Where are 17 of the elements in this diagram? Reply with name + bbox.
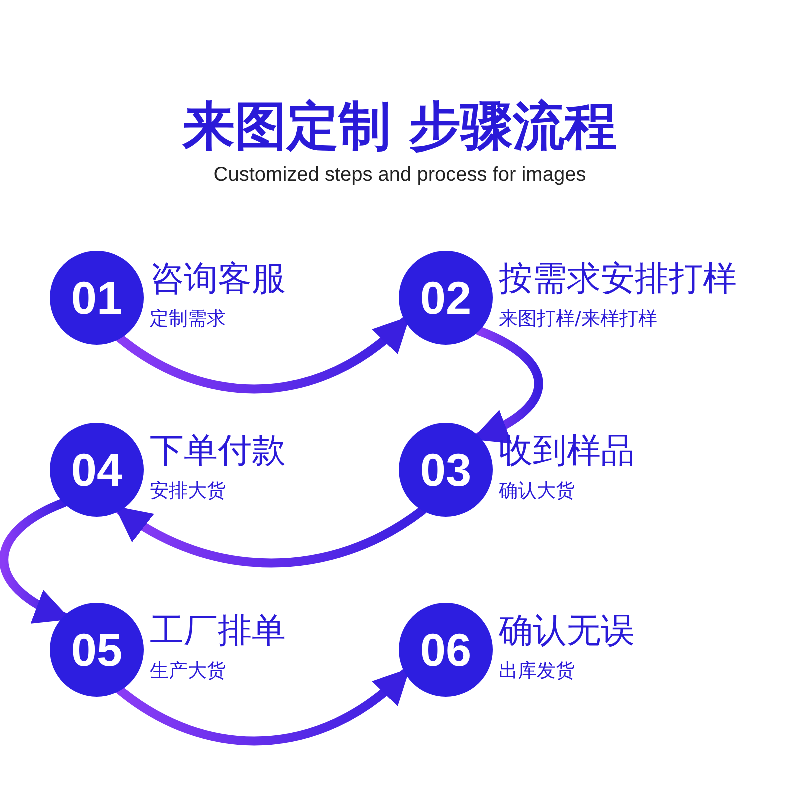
curved-arrow: [116, 316, 410, 394]
step-title: 收到样品: [499, 434, 635, 468]
step-subtitle: 来图打样/来样打样: [499, 310, 658, 329]
subtitle: Customized steps and process for images: [212, 163, 588, 188]
step-subtitle: 定制需求: [150, 310, 226, 329]
step-subtitle: 安排大货: [150, 482, 226, 501]
step-subtitle: 确认大货: [499, 482, 575, 501]
step-title: 下单付款: [150, 434, 286, 468]
step-title: 按需求安排打样: [499, 262, 737, 296]
step-title: 确认无误: [499, 614, 635, 648]
curved-arrow: [116, 668, 410, 746]
step-subtitle: 生产大货: [150, 662, 226, 681]
step-title: 咨询客服: [150, 262, 286, 296]
step-title: 工厂排单: [150, 614, 286, 648]
title: 来图定制 步骤流程: [182, 96, 618, 159]
step-subtitle: 出库发货: [499, 662, 575, 681]
curved-arrow: [114, 506, 427, 568]
